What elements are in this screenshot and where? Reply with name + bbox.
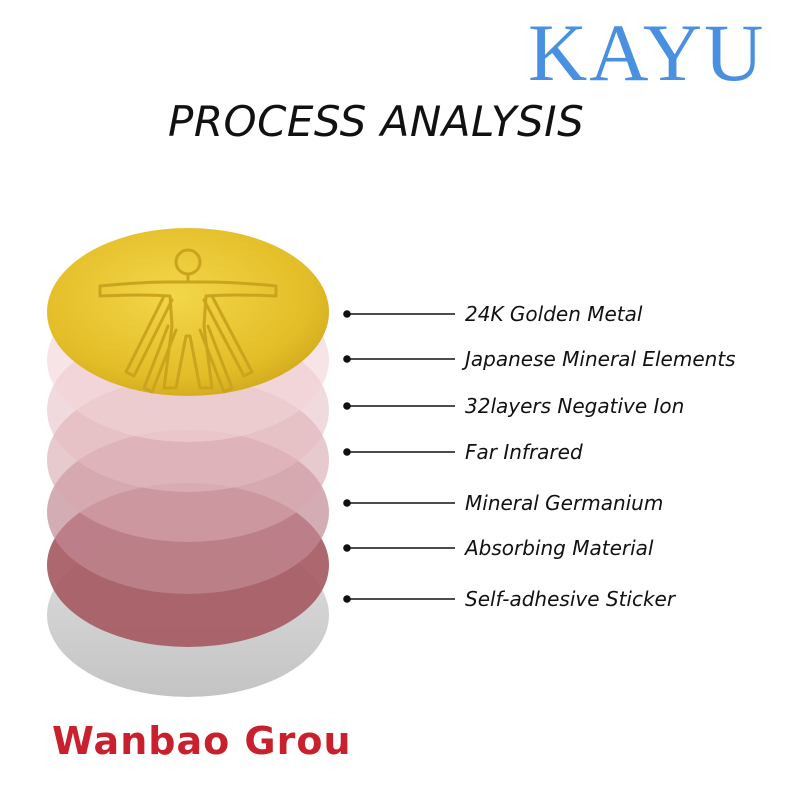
brand-logo: KAYU — [528, 8, 790, 98]
vitruvian-man-icon — [98, 248, 278, 394]
layer-label-sticker: Self-adhesive Sticker — [465, 587, 676, 611]
layer-label-japanese-mineral: Japanese Mineral Elements — [465, 347, 736, 371]
layer-label-mineral-germanium: Mineral Germanium — [465, 491, 664, 515]
footer-logo-text: Wanbao Group — [52, 719, 352, 763]
layer-label-negative-ion: 32layers Negative Ion — [465, 394, 685, 418]
layer-golden-metal — [47, 228, 329, 396]
layer-label-far-infrared: Far Infrared — [465, 440, 583, 464]
page-title: PROCESS ANALYSIS — [168, 97, 585, 146]
brand-name: KAYU — [528, 7, 766, 98]
wanbao-group-logo: Wanbao Group — [52, 719, 352, 763]
layer-label-absorbing-material: Absorbing Material — [465, 536, 654, 560]
layer-label-golden-metal: 24K Golden Metal — [465, 302, 643, 326]
connector-lines — [343, 310, 455, 603]
